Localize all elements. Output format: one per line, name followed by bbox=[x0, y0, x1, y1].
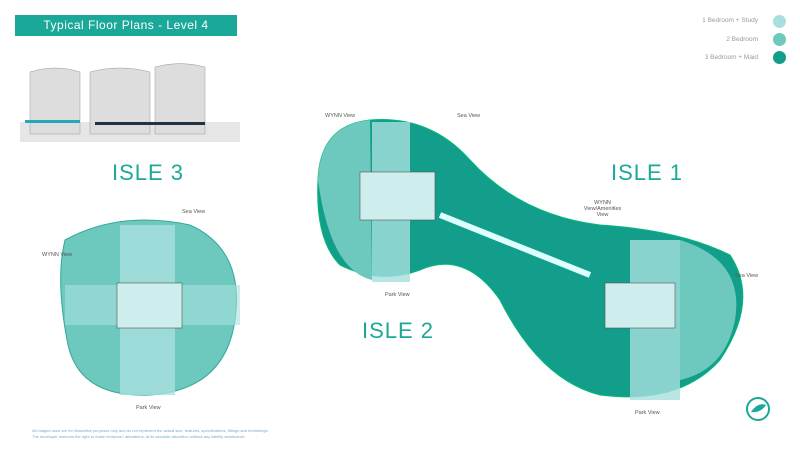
isle-2-label: ISLE 2 bbox=[362, 318, 435, 343]
legend-1bed: 1 Bedroom + Study bbox=[702, 17, 758, 24]
isle-3-label: ISLE 3 bbox=[112, 160, 185, 185]
isle1-wynn-view: WYNN View/Amenities View bbox=[583, 200, 622, 218]
disclaimer: All images used are for illustrative pur… bbox=[32, 428, 269, 439]
compass-logo-icon bbox=[746, 397, 770, 421]
building-elevation-image bbox=[20, 63, 240, 142]
legend-swatch-1bed bbox=[773, 15, 786, 28]
isle-2-1-plan bbox=[317, 119, 744, 400]
isle3-sea-view: Sea View bbox=[182, 209, 206, 215]
legend-swatch-3bed bbox=[773, 51, 786, 64]
isle1-park-view: Park View bbox=[635, 410, 660, 416]
isle1-sea-view: Sea View bbox=[735, 273, 759, 279]
isle3-park-view: Park View bbox=[136, 405, 161, 411]
isle3-wynn-view: WYNN View bbox=[42, 252, 73, 258]
isle-1-label: ISLE 1 bbox=[611, 160, 684, 185]
legend-swatch-2bed bbox=[773, 33, 786, 46]
legend-3bed: 3 Bedroom + Maid bbox=[704, 54, 758, 61]
isle-3-plan bbox=[60, 219, 240, 396]
isle2-park-view: Park View bbox=[385, 292, 410, 298]
isle2-sea-view: Sea View bbox=[457, 113, 481, 119]
page-title: Typical Floor Plans - Level 4 bbox=[15, 15, 237, 36]
legend-2bed: 2 Bedroom bbox=[726, 36, 758, 43]
isle2-wynn-view: WYNN View bbox=[325, 113, 356, 119]
